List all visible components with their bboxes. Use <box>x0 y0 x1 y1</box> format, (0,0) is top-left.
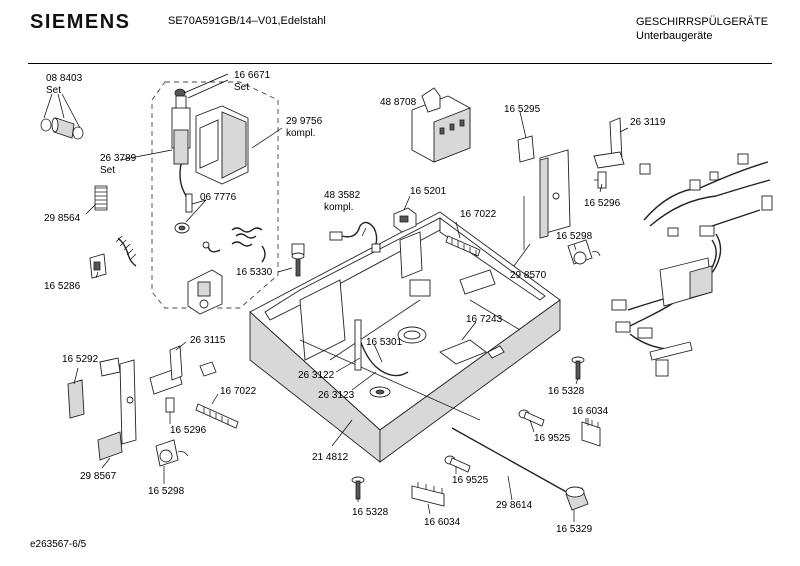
clip-lower <box>165 397 175 413</box>
bracket-26-3115 <box>149 345 183 395</box>
base-tub-part <box>249 211 561 463</box>
part-label-suffix: Set <box>234 82 250 93</box>
part-label: 29 8564 <box>44 213 81 224</box>
part-label: 16 5296 <box>170 425 207 436</box>
wire-harness-small <box>329 221 381 253</box>
part-label: 48 3582 <box>324 190 361 201</box>
small-block <box>199 361 217 377</box>
cable-clip <box>393 207 417 233</box>
side-bracket-right <box>517 135 571 250</box>
connector-16-5292 <box>67 379 85 419</box>
part-label: 26 3122 <box>298 370 335 381</box>
document-id: e263567-6/5 <box>30 539 87 550</box>
foot-16-6034-lower <box>411 482 445 507</box>
part-label: 16 5296 <box>584 198 621 209</box>
part-label: 16 5201 <box>410 186 447 197</box>
part-label: 06 7776 <box>200 192 237 203</box>
hose-clamp-set <box>40 117 84 140</box>
part-label-suffix: Set <box>100 165 116 176</box>
hose-coil <box>202 227 266 263</box>
part-label: 29 8614 <box>496 500 533 511</box>
category-title: GESCHIRRSPÜLGERÄTE <box>636 16 769 28</box>
screw-16-9525-lower <box>444 455 471 473</box>
part-label: 16 7243 <box>466 314 503 325</box>
part-label: 16 9525 <box>452 475 489 486</box>
control-module <box>411 87 471 163</box>
part-label: 16 5286 <box>44 281 81 292</box>
part-label: 26 3115 <box>190 335 226 346</box>
part-label: 16 5328 <box>352 507 389 518</box>
part-label: 16 9525 <box>534 433 571 444</box>
rod-29-8614 <box>451 427 571 495</box>
part-label: 16 6034 <box>572 406 609 417</box>
part-label: 08 8403 <box>46 73 83 84</box>
float-switch-upper <box>567 239 601 265</box>
part-label: 29 8567 <box>80 471 117 482</box>
bracket-26-3119 <box>593 117 625 169</box>
flat-connector-upper <box>445 235 481 257</box>
model-title: SE70A591GB/14–V01,Edelstahl <box>168 15 326 27</box>
part-label: 16 5298 <box>148 486 185 497</box>
part-label: 21 4812 <box>312 452 349 463</box>
screw-16-5328-upper <box>571 356 585 380</box>
foot-16-5329 <box>565 486 589 511</box>
part-label: 26 3789 <box>100 153 137 164</box>
part-label-suffix: Set <box>46 85 62 96</box>
part-label: 16 6034 <box>424 517 461 528</box>
screw-16-5328-lower <box>351 476 365 500</box>
screw-16-9525-upper <box>518 409 545 427</box>
kit-boundary <box>151 81 279 309</box>
category-block: GESCHIRRSPÜLGERÄTE Unterbaugeräte <box>636 15 768 43</box>
flat-connector-lower <box>195 403 239 429</box>
part-label-suffix: kompl. <box>324 202 354 213</box>
part-label: 16 5295 <box>504 104 541 115</box>
small-fitting <box>174 222 190 234</box>
part-label-suffix: kompl. <box>286 128 316 139</box>
part-label: 16 5330 <box>236 267 273 278</box>
part-label: 16 7022 <box>220 386 257 397</box>
screw-16-5330 <box>291 243 305 277</box>
foot-16-6034-upper <box>581 418 601 447</box>
part-label: 16 5301 <box>366 337 403 348</box>
level-switch-plate <box>187 269 223 315</box>
category-subtitle: Unterbaugeräte <box>636 30 713 42</box>
part-label: 16 5329 <box>556 524 593 535</box>
float-switch-lower <box>155 439 189 467</box>
part-label: 16 5298 <box>556 231 593 242</box>
header-divider <box>28 63 772 64</box>
part-label: 26 3123 <box>318 390 355 401</box>
corrugated-hose <box>115 235 137 267</box>
small-bracket-left <box>89 253 107 279</box>
part-label: 16 7022 <box>460 209 497 220</box>
spring <box>94 185 108 211</box>
main-wire-harness <box>611 153 773 377</box>
part-label: 48 8708 <box>380 97 417 108</box>
side-bracket-left <box>97 357 137 461</box>
part-label: 29 8570 <box>510 270 547 281</box>
inlet-valve-assembly <box>171 88 249 213</box>
part-label: 16 6671 <box>234 70 271 81</box>
part-label: 26 3119 <box>630 117 666 128</box>
part-label: 29 9756 <box>286 116 323 127</box>
part-label: 16 5328 <box>548 386 585 397</box>
brand-logo: SIEMENS <box>30 11 131 33</box>
leader-lines <box>43 73 629 522</box>
part-label: 16 5292 <box>62 354 99 365</box>
clip-upper <box>594 171 607 189</box>
